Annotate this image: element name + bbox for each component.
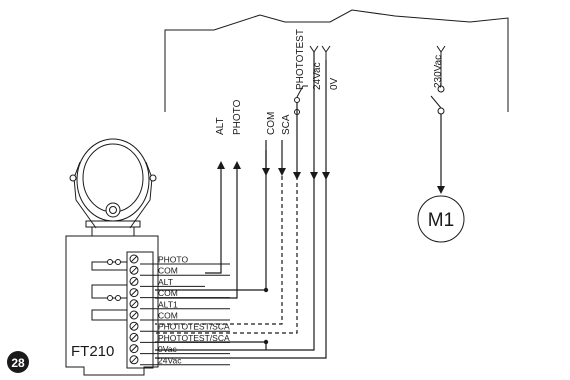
- switch-contact-bottom: [437, 107, 445, 115]
- supply-connector-0v: [321, 45, 331, 60]
- ft210-terminal-slot: [130, 289, 138, 296]
- figure-number: 28: [11, 356, 25, 370]
- ft210-terminal-label: COM: [158, 311, 178, 321]
- ft210-terminal-label: COM: [158, 288, 178, 298]
- cu-label-photo: PHOTO: [232, 99, 243, 135]
- ft210-terminal-screw: [129, 299, 139, 309]
- ft210-terminal-screw: [129, 276, 139, 286]
- cu-label-24vac: 24Vac: [312, 62, 323, 90]
- ft210-terminal-label: ALT: [158, 277, 173, 287]
- ft210-terminal-screw: [129, 254, 139, 264]
- switch-contact-top: [437, 85, 445, 93]
- ft210-terminal-slot: [130, 311, 138, 319]
- supply-connector-230vac: [436, 45, 446, 86]
- cu-label-phototest: PHOTOTEST: [295, 29, 306, 90]
- cu-label-0v: 0V: [329, 77, 340, 90]
- photocell-head: [69, 138, 157, 236]
- cu-label-com: COM: [266, 112, 277, 135]
- cu-label-alt: ALT: [215, 117, 226, 135]
- ft210-terminal-screw: [129, 310, 139, 320]
- ft210-terminal-slot: [130, 356, 138, 364]
- ft210-terminal-label: PHOTOTEST/SCA: [158, 333, 230, 343]
- ft210-terminal-slot: [130, 278, 138, 285]
- ft210-body: [65, 235, 159, 376]
- ft210-terminal-slot: [130, 334, 138, 341]
- motor-label: M1: [428, 210, 454, 231]
- ft210-terminal-label: ALT1: [158, 299, 178, 309]
- ft210-terminal-label: 24Vac: [158, 355, 182, 365]
- ft210-name: FT210: [71, 343, 114, 360]
- internal-jumpers: [91, 259, 127, 321]
- ft210-terminal-slot: [130, 322, 138, 330]
- ft210-terminal-screw: [129, 321, 139, 331]
- interconnect-wires: [155, 52, 330, 359]
- ft210-terminal-label: COM: [158, 266, 178, 276]
- ft210-terminal-slot: [130, 300, 138, 308]
- cu-label-230vac: 230Vac: [433, 55, 444, 88]
- control-unit-board: [164, 9, 509, 112]
- ft210-terminal-screw: [129, 355, 139, 365]
- ft210-terminal-screw: [129, 265, 139, 275]
- cu-label-sca: SCA: [281, 114, 292, 135]
- ft210-terminal-label: 0Vac: [158, 344, 177, 354]
- ft210-terminal-slot: [130, 345, 138, 352]
- ft210-terminal-label: PHOTOTEST/SCA: [158, 322, 230, 332]
- ft210-terminal-label: PHOTO: [158, 255, 188, 265]
- figure-number-badge: [7, 351, 29, 373]
- motor-symbol: [417, 195, 465, 243]
- ft210-terminal-screw: [129, 288, 139, 298]
- ft210-terminal-screw: [129, 332, 139, 342]
- supply-connector-24vac: [309, 45, 319, 53]
- ft210-terminal-slot: [130, 255, 138, 263]
- ft210-terminal-slot: [130, 266, 138, 274]
- ft210-terminal-screw: [129, 344, 139, 354]
- switch-blade: [430, 95, 442, 109]
